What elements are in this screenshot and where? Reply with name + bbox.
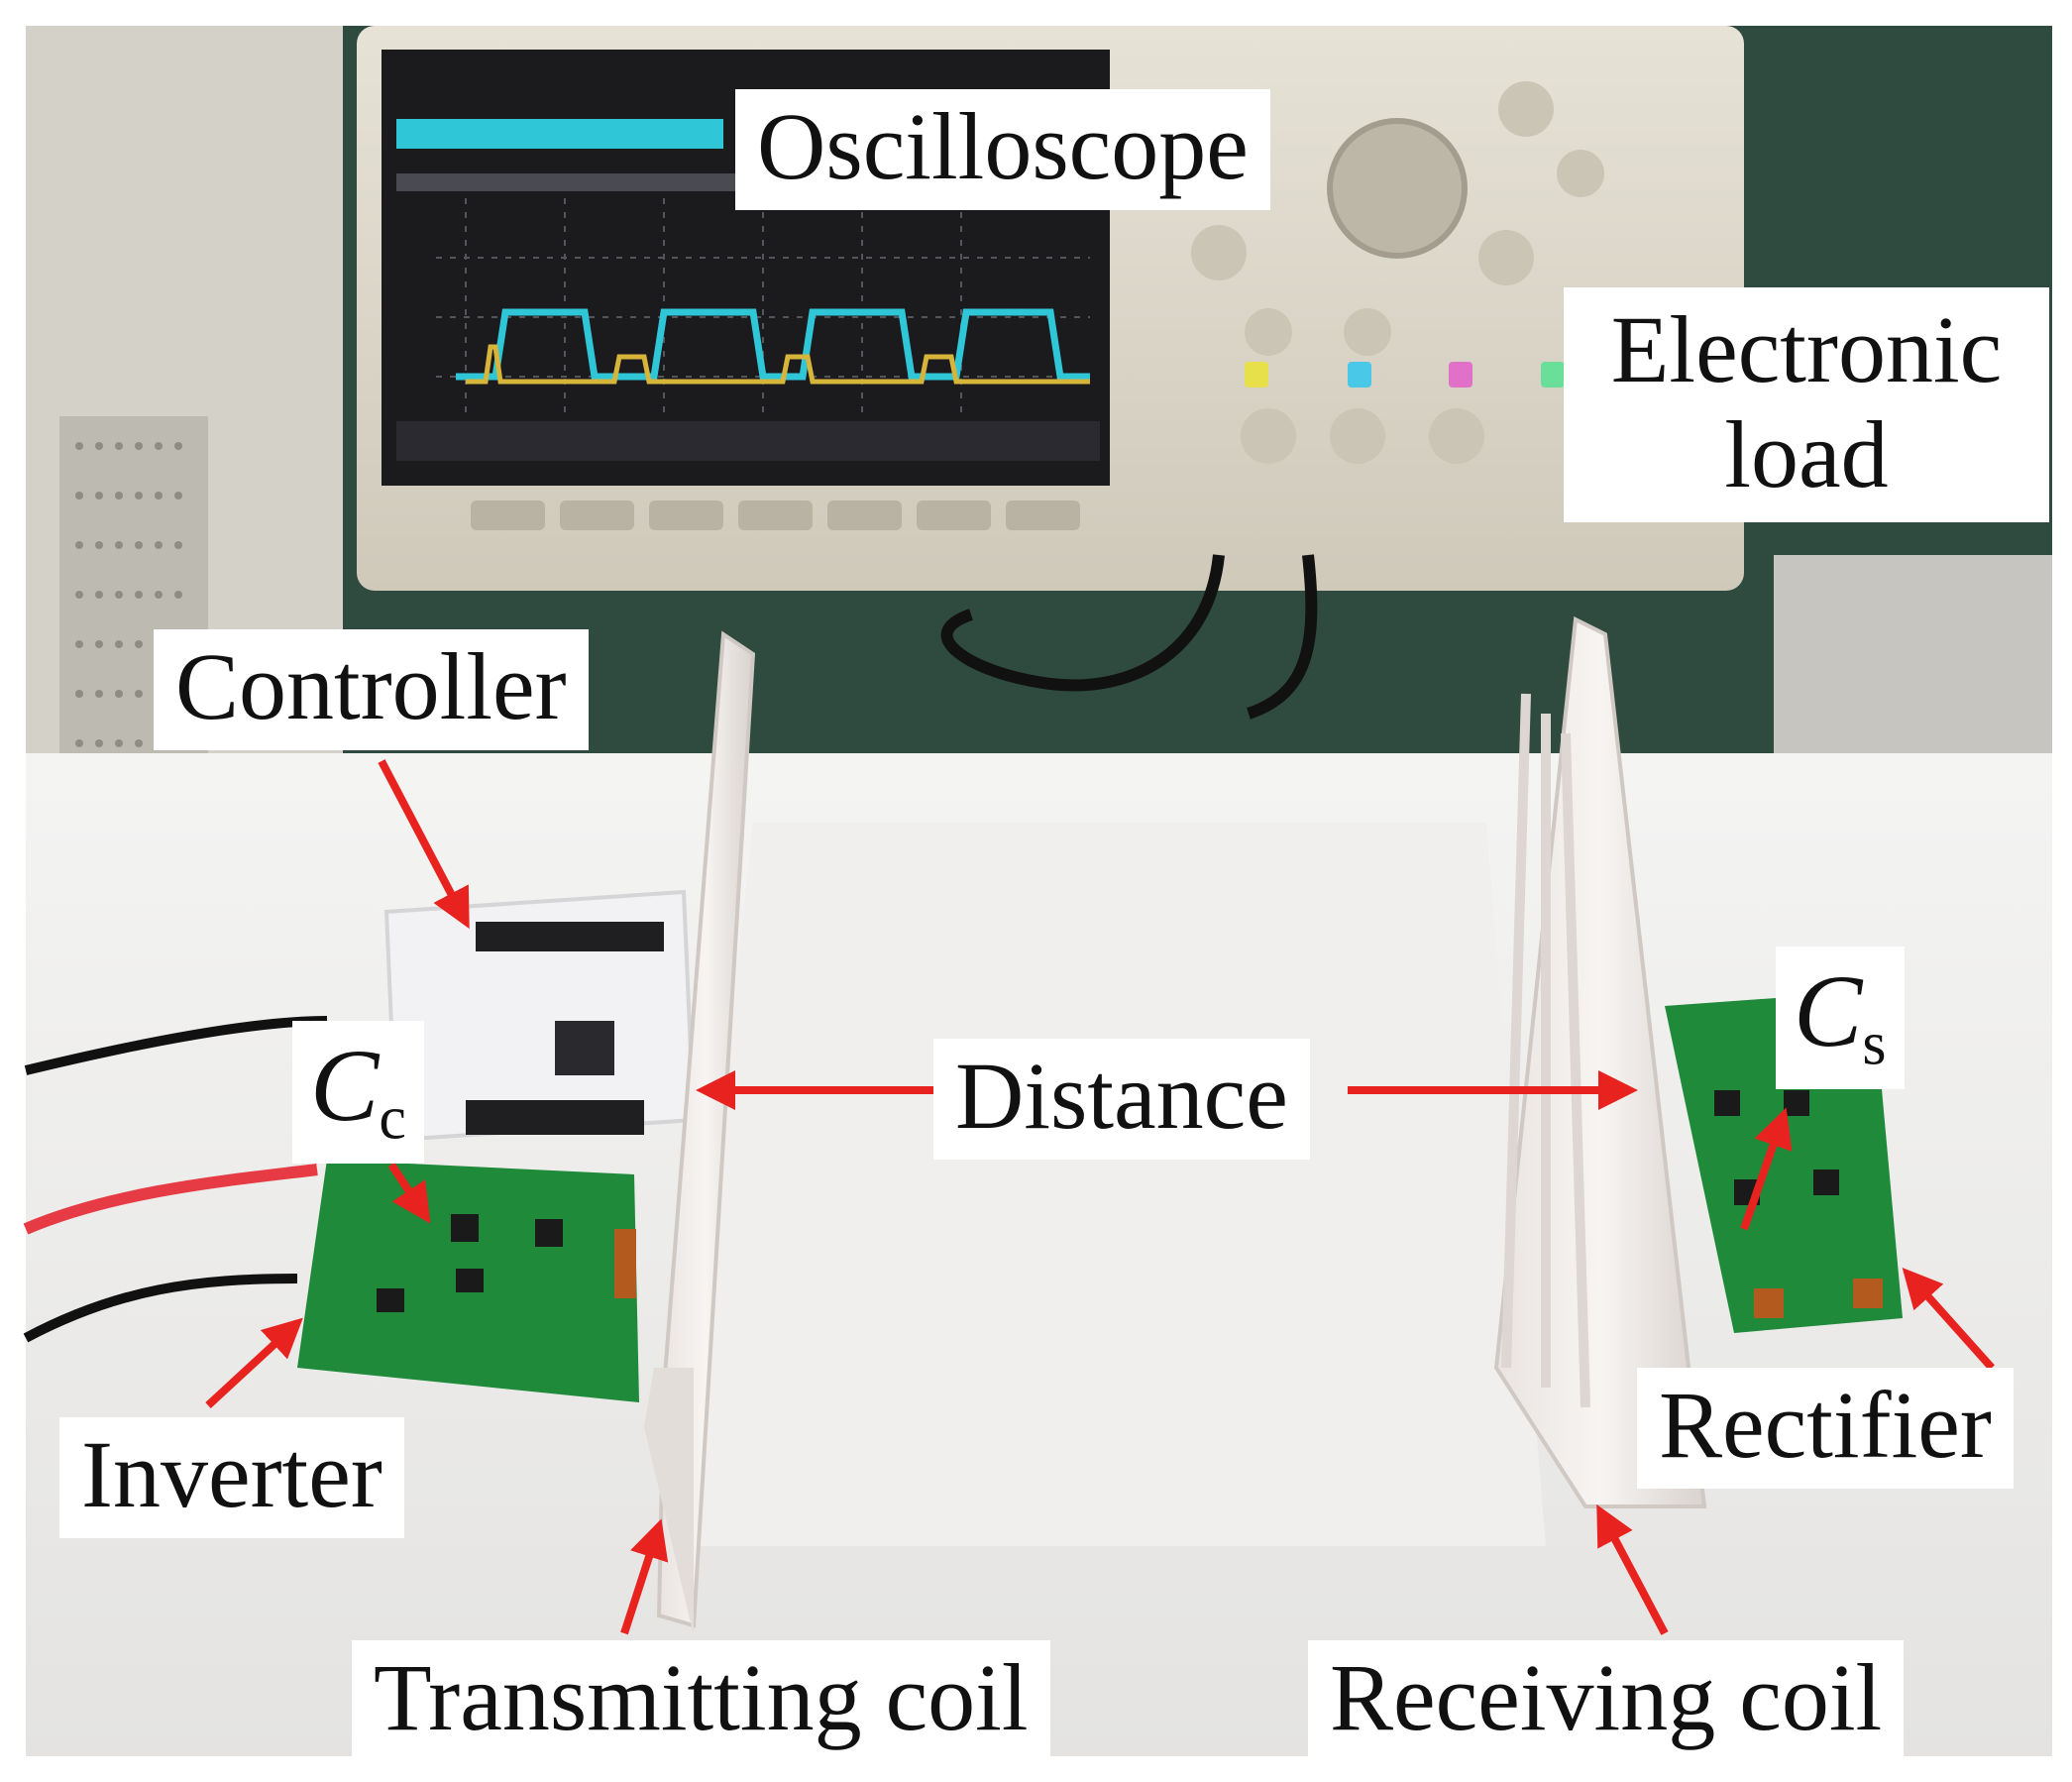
cs-label: Cs bbox=[1776, 947, 1905, 1089]
distance-label: Distance bbox=[933, 1039, 1310, 1160]
inverter-pcb bbox=[297, 1160, 639, 1402]
annotation-arrows bbox=[205, 759, 1995, 1635]
controller-board bbox=[383, 889, 697, 1143]
electronic-load-label-line1: Electronic bbox=[1610, 296, 2003, 402]
cc-label-sub: c bbox=[379, 1084, 406, 1153]
controller-label: Controller bbox=[154, 629, 589, 750]
transmitting-coil-label: Transmitting coil bbox=[352, 1640, 1050, 1761]
cs-label-sub: s bbox=[1862, 1010, 1887, 1078]
transmitting-coil bbox=[644, 630, 756, 1635]
transmitting-coil-arrow bbox=[620, 1518, 669, 1635]
receiving-coil-label: Receiving coil bbox=[1308, 1640, 1905, 1761]
cs-label-main: C bbox=[1794, 954, 1863, 1068]
rectifier-label: Rectifier bbox=[1637, 1368, 2014, 1489]
receiving-coil bbox=[1493, 615, 1707, 1508]
electronic-load-label-line2: load bbox=[1724, 400, 1889, 507]
cs-arrow bbox=[1740, 1107, 1793, 1231]
inverter-label: Inverter bbox=[59, 1417, 404, 1538]
oscilloscope-label: Oscilloscope bbox=[735, 89, 1270, 210]
electronic-load-label: Electronic load bbox=[1564, 287, 2049, 523]
rectifier-arrow bbox=[1902, 1268, 1995, 1371]
cc-label: Cc bbox=[292, 1021, 424, 1164]
inverter-arrow bbox=[205, 1317, 303, 1408]
cc-label-main: C bbox=[310, 1029, 380, 1143]
cc-arrow bbox=[387, 1162, 431, 1224]
controller-arrow bbox=[378, 759, 470, 930]
yellow-trace bbox=[466, 344, 1090, 385]
oscilloscope-controls bbox=[1191, 81, 1604, 464]
receiving-coil-arrow bbox=[1596, 1504, 1669, 1635]
